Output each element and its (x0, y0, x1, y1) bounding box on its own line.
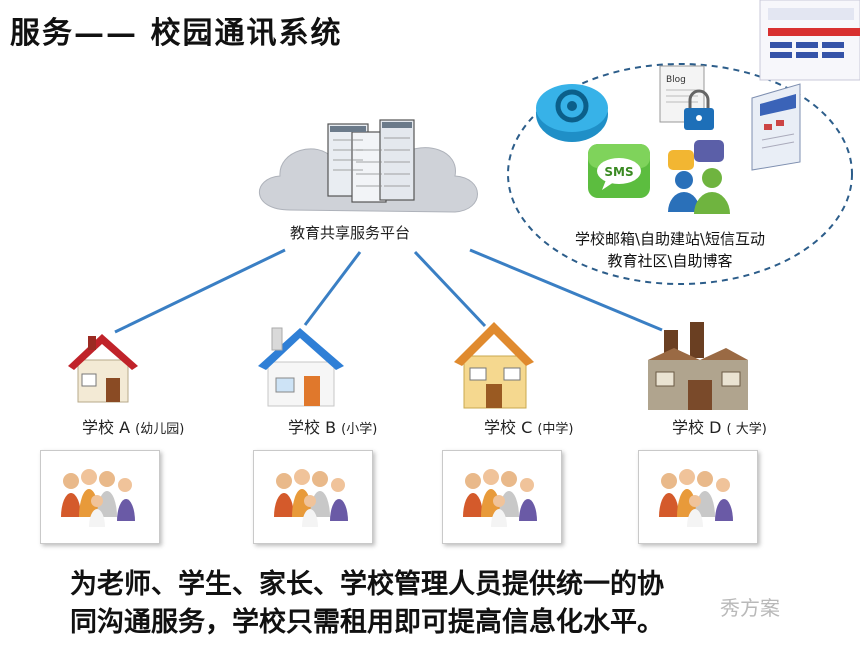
people-box-c (442, 450, 562, 544)
school-type: ( 大学) (726, 422, 767, 437)
thumbnail-corner-image (759, 0, 860, 81)
school-d-label: 学校 D ( 大学) (672, 414, 767, 438)
connector-school-c (413, 250, 487, 328)
footer-line-2: 同沟通服务，学校只需租用即可提高信息化水平。 (70, 607, 664, 638)
services-line-2: 教育社区\自助博客 (607, 252, 733, 270)
services-label: 学校邮箱\自助建站\短信互动 教育社区\自助博客 (530, 228, 810, 272)
services-line-1: 学校邮箱\自助建站\短信互动 (574, 230, 766, 248)
school-name: 学校 B (288, 418, 337, 437)
blog-lock-icon: Blog (659, 65, 714, 130)
school-c-label: 学校 C (中学) (484, 414, 574, 438)
watermark: 秀方案 (720, 596, 780, 620)
people-box-a (40, 450, 160, 544)
footer-text: 为老师、学生、家长、学校管理人员提供统一的协 同沟通服务，学校只需租用即可提高信… (70, 566, 664, 642)
school-a-label: 学校 A (幼儿园) (82, 414, 184, 438)
server-icon (327, 119, 415, 203)
connector-school-d (469, 248, 663, 332)
sms-icon: SMS (588, 144, 650, 198)
house-c-icon (454, 322, 534, 409)
website-icon (751, 83, 801, 171)
school-type: (幼儿园) (135, 422, 185, 437)
people-group-icon (274, 469, 348, 527)
connector-school-b (303, 251, 362, 326)
platform-label: 教育共享服务平台 (290, 224, 411, 242)
school-type: (中学) (537, 422, 574, 437)
factory-d-icon (648, 322, 748, 410)
people-group-icon (61, 469, 135, 527)
school-type: (小学) (341, 422, 378, 437)
email-icon (536, 84, 608, 142)
house-a-icon (68, 334, 138, 403)
people-box-b (253, 450, 373, 544)
school-name: 学校 D (672, 418, 722, 437)
sms-text: SMS (604, 165, 633, 179)
people-group-icon (659, 469, 733, 527)
footer-line-1: 为老师、学生、家长、学校管理人员提供统一的协 (70, 569, 664, 600)
connector-school-a (114, 248, 286, 334)
connector-lines (114, 248, 663, 334)
blog-text: Blog (666, 75, 686, 85)
house-b-icon (258, 327, 344, 407)
people-group-icon (463, 469, 537, 527)
school-b-label: 学校 B (小学) (288, 414, 377, 438)
services-ellipse (507, 63, 853, 285)
school-name: 学校 A (82, 418, 131, 437)
people-box-d (638, 450, 758, 544)
page-title: 服务—— 校园通讯系统 (10, 16, 343, 51)
school-name: 学校 C (484, 418, 533, 437)
chat-users-icon (668, 140, 730, 214)
